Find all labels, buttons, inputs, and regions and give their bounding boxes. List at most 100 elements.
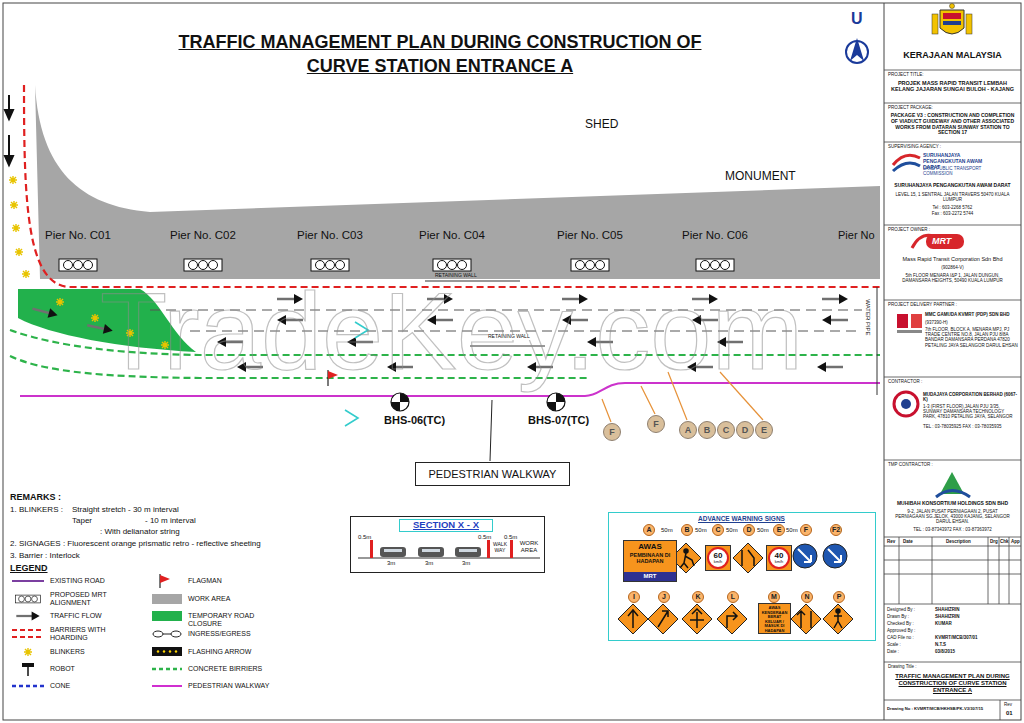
pier-label: Pier No. C05 <box>545 229 635 242</box>
sign-letter: N <box>801 591 813 603</box>
partner-logo <box>897 314 908 328</box>
revision-label: 01 <box>1006 710 1013 717</box>
water-pipe-line <box>877 287 878 395</box>
watermark: TradeKey.com <box>100 276 803 386</box>
legend-sample <box>27 667 29 676</box>
title-block-rule <box>884 142 1021 143</box>
sign-letter: E <box>773 524 785 536</box>
warning-sign: AWAS KENDERAAN BERAT KELUAR / MASUK DI H… <box>758 603 791 634</box>
leader-line <box>602 399 611 422</box>
table-header: Drg <box>990 539 998 544</box>
owner-logo <box>912 234 964 249</box>
callout-circle: E <box>755 421 773 439</box>
warning-sign: AWASPEMBINAAN DI HADAPANMRT <box>623 540 677 582</box>
table-header: Description <box>946 539 971 544</box>
borehole-symbol <box>547 402 556 411</box>
title-block-rule <box>884 546 1021 547</box>
area-label: SHED <box>585 118 618 132</box>
title-block-rule <box>884 460 1021 461</box>
crest-logo <box>950 4 955 9</box>
table-header: Chk <box>1000 539 1009 544</box>
node-heading: PROJECT TITLE: <box>888 72 924 77</box>
warning-sign-row <box>618 604 648 634</box>
field-label: Date : <box>887 649 899 654</box>
side-arrow <box>5 95 13 165</box>
water-pipe-line <box>877 287 878 395</box>
partner-logo <box>897 330 922 333</box>
legend-label: WORK AREA <box>188 595 288 603</box>
speed-sign: 60km/h <box>705 545 731 571</box>
borehole-symbol <box>391 402 400 411</box>
node-heading: PROJECT OWNER : <box>888 227 930 232</box>
node-heading: PEDESTRIAN WALKWAY <box>429 468 557 481</box>
remark-heading: REMARKS : <box>10 492 61 502</box>
legend-sample <box>12 685 44 688</box>
section-drawing <box>459 549 477 552</box>
legend-sample <box>160 575 170 583</box>
node-heading: KERAJAAN MALAYSIA <box>885 50 1020 60</box>
node-text: LEVEL 15, 1 SENTRAL JALAN TRAVERS 50470 … <box>888 192 1017 202</box>
sign-letter: M <box>768 591 780 603</box>
distance-label: 50m <box>726 527 738 534</box>
pier-label: Pier No. C06 <box>670 229 760 242</box>
title-block-rule <box>884 300 1021 301</box>
warning-sign-row <box>733 543 763 573</box>
node-heading: M <box>771 593 777 601</box>
distance-label: 50m <box>757 527 769 534</box>
agency-logo <box>893 155 920 171</box>
legend-label: ROBOT <box>50 665 130 673</box>
partner-logo <box>897 314 922 333</box>
legend-sample <box>157 650 159 652</box>
legend-sample <box>175 650 177 652</box>
node-text: (937390-H) <box>925 320 948 325</box>
keep-left-sign <box>798 549 811 562</box>
node-text: Tel : 603-2268 5762 <box>888 205 1017 210</box>
pier-label: Pier No. C03 <box>285 229 375 242</box>
title-block-rule <box>988 537 989 604</box>
borehole-label: BHS-06(TC) <box>384 414 445 427</box>
sign-panel: ADVANCE WARNING SIGNSABCDEFF2AWASPEMBINA… <box>608 512 876 641</box>
north-label: U <box>851 10 863 28</box>
warning-sign-row <box>618 543 853 634</box>
remark-text: 3. Barrier : Interlock <box>10 551 80 560</box>
node-heading: D <box>742 425 749 435</box>
field-value: KVMRT/MCB/307/01 <box>935 635 978 640</box>
remark-text: Straight stretch - 30 m interval <box>72 505 179 514</box>
section-drawing <box>455 547 481 557</box>
pier-label: Pier No <box>838 229 875 242</box>
node-text: (902864-V) <box>888 265 1017 270</box>
title-block-panel: PROJECT OWNER :MRTMass Rapid Transit Cor… <box>885 226 1020 300</box>
field-value: N.T.S <box>935 642 946 647</box>
legend-label: INGRESS/EGRESS <box>188 630 288 638</box>
pier-row <box>311 259 349 271</box>
dimension-label: 0.5m <box>478 534 491 541</box>
node-heading: F2 <box>832 526 840 534</box>
legend-sample <box>12 574 182 686</box>
node-text: SURUHANJAYA PENGANGKUTAN AWAM DARAT <box>888 183 1017 189</box>
revision-label: Rev <box>1004 702 1012 707</box>
node-text: TEL : 03-87343972 FAX : 03-87363972 <box>888 527 1017 532</box>
sign-symbol <box>727 612 737 628</box>
node-text: PACKAGE V3 : CONSTRUCTION AND COMPLETION… <box>889 113 1016 136</box>
node-text: 1-3 (FIRST FLOOR),JALAN PJU 3/35, SUNWAY… <box>923 404 1018 420</box>
remark-text: - 10 m interval <box>145 516 196 525</box>
field-value: SHAHIZRIN <box>935 607 960 612</box>
sign-letter: F <box>800 524 812 536</box>
pier-row <box>59 259 97 271</box>
title-block-panel: PROJECT TITLE:PROJEK MASS RAPID TRANSIT … <box>885 71 1020 103</box>
node-heading: TMP CONTRACTOR : <box>888 462 933 467</box>
borehole-symbol <box>400 393 409 402</box>
node-text: 9-2, JALAN PUSAT PERNIAGAAN 2, PUSAT PER… <box>893 509 1012 525</box>
legend-sample <box>169 650 171 652</box>
section-drawing <box>422 549 440 552</box>
table-header: Rev <box>887 539 895 544</box>
north-arrow <box>850 38 864 61</box>
pier-label: Pier No. C01 <box>33 229 123 242</box>
sign-symbol <box>680 553 694 568</box>
node-heading: E <box>761 425 767 435</box>
pier-label: Pier No. C04 <box>407 229 497 242</box>
section-drawing <box>370 540 373 558</box>
callout-circle: C <box>717 421 735 439</box>
legend-label: EXISTING ROAD <box>50 577 130 585</box>
speed-sign: 40km/h <box>766 545 792 571</box>
